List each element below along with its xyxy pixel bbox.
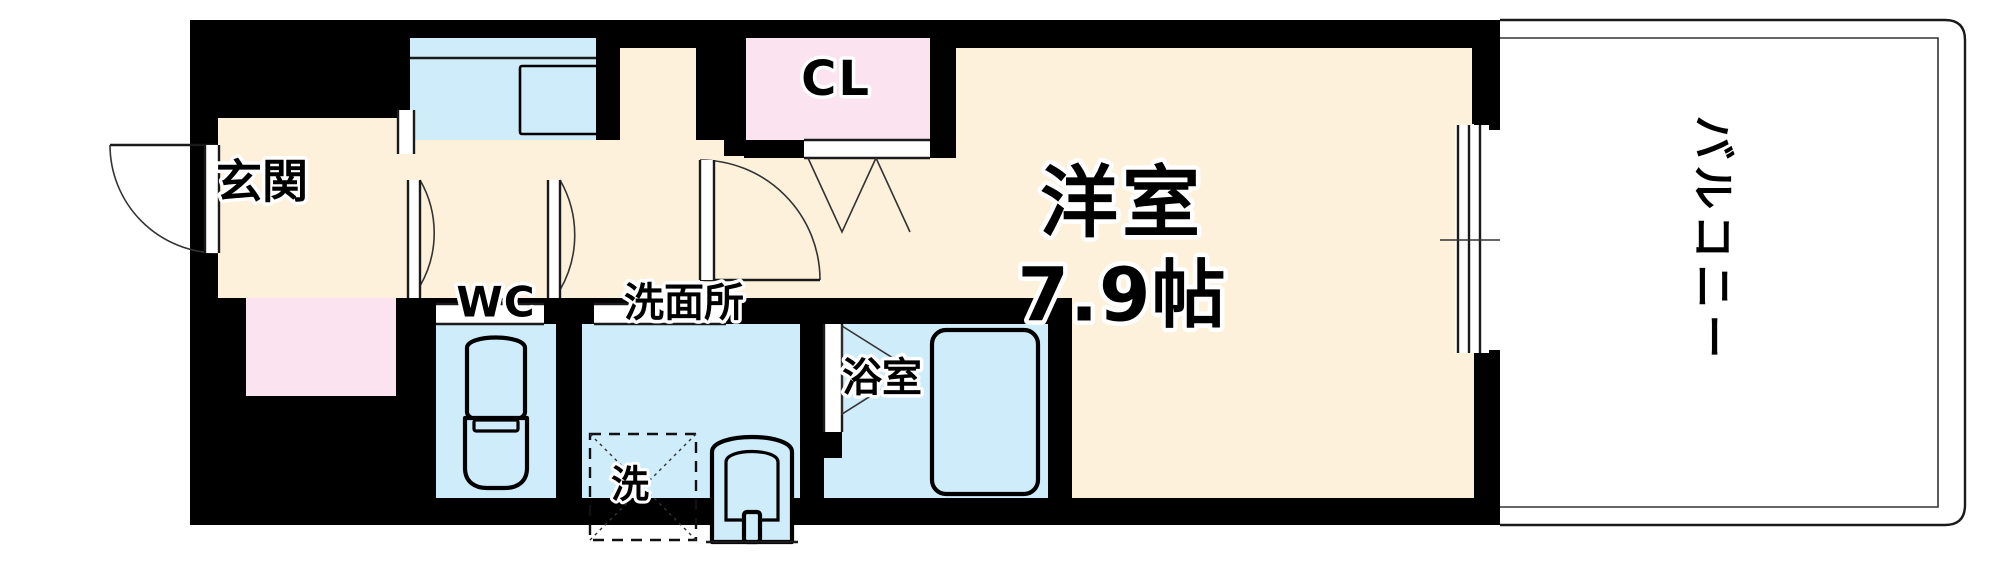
toilet-room xyxy=(436,302,556,498)
balcony-area xyxy=(1440,18,1967,527)
kitchen-counter xyxy=(396,38,620,154)
room-label-washroom: 洗面所 xyxy=(624,280,744,326)
room-label-closet: CL xyxy=(801,51,871,107)
room-label-washer: 洗 xyxy=(611,463,649,507)
room-label-entrance: 玄関 xyxy=(216,155,308,209)
closet-area xyxy=(724,38,956,234)
wet-zone-shell xyxy=(218,298,1072,498)
room-label-balcony: バルコニー xyxy=(1687,115,1738,364)
room-size-main-room: 7.9帖 xyxy=(1017,253,1226,339)
room-label-toilet: WC xyxy=(456,278,535,327)
room-label-main-room: 洋室 xyxy=(1040,158,1204,248)
bathroom xyxy=(822,324,1048,498)
room-label-bathroom: 浴室 xyxy=(842,355,922,401)
interior-doors xyxy=(109,143,821,298)
washroom xyxy=(582,302,800,545)
